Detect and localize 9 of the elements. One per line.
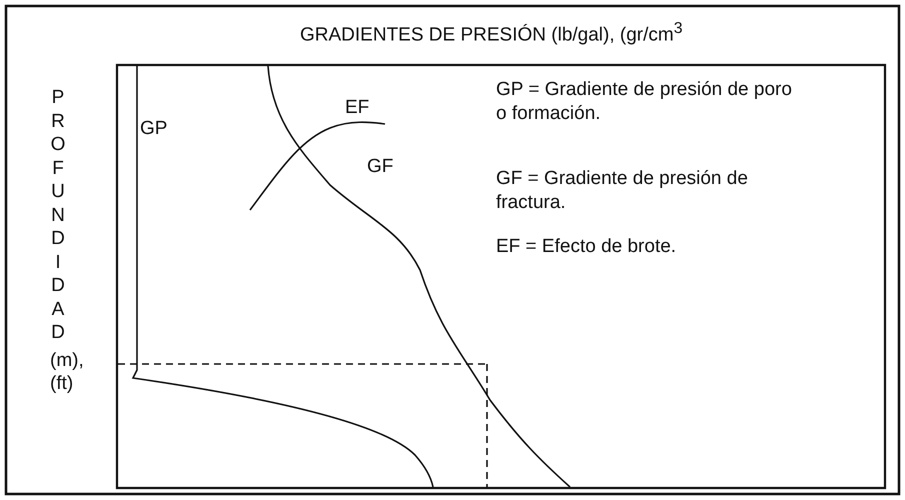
curve-label: GF (367, 156, 394, 178)
axis-title: PROFUNDIDAD (50, 86, 66, 344)
legend-note: EF = Efecto de brote. (496, 235, 678, 259)
curve-label: GP (140, 118, 168, 140)
legend-note: GP = Gradiente de presión de poro o formación. (496, 78, 793, 126)
curve-label: EF (345, 97, 370, 119)
chart-title: GRADIENTES DE PRESIÓN (lb/gal), (gr/cm$^{3}$ (300, 19, 683, 46)
legend-note: GF = Gradiente de presión de fractura. (496, 167, 749, 215)
axis-unit-label: (m), (ft) (50, 349, 85, 395)
